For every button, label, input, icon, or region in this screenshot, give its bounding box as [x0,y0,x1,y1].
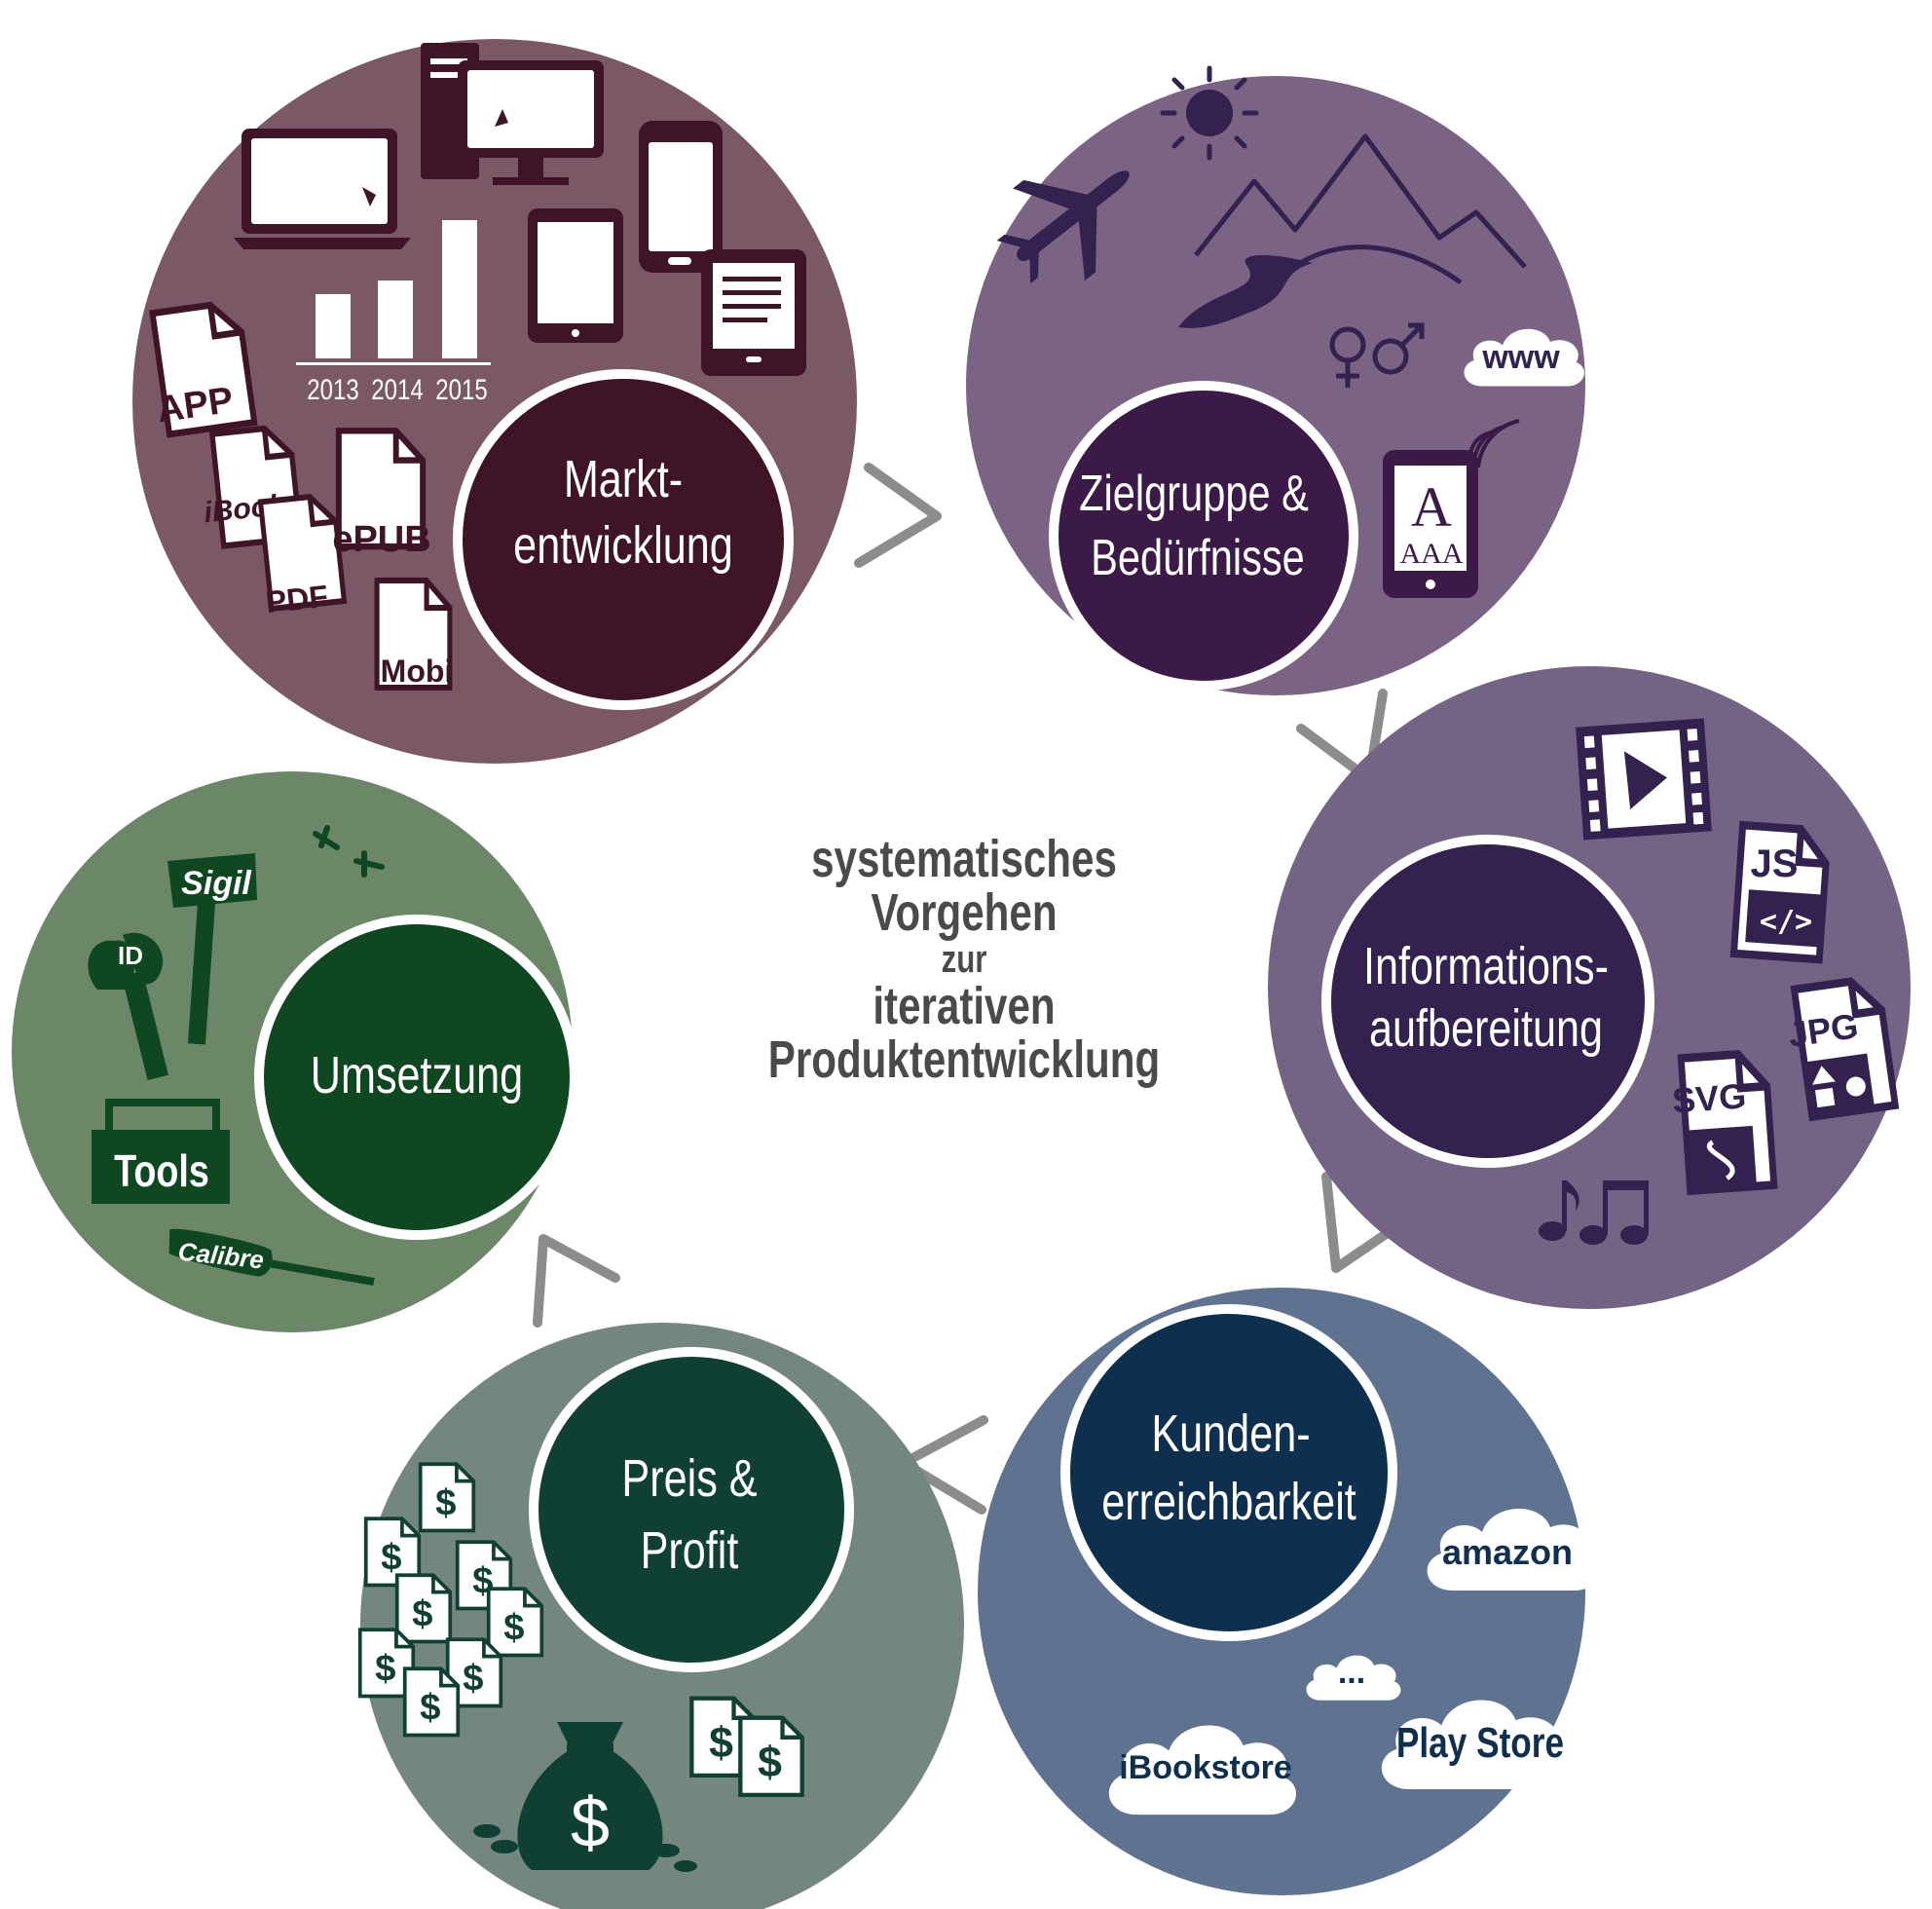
money-bag-currency: $ [571,1784,610,1862]
markt-title-line2: entwicklung [513,517,733,576]
kunden-title-line2: erreichbarkeit [1101,1474,1356,1532]
stage-preis-profit: $ Preis & Profit [357,1323,964,1909]
zielgruppe-title-line2: Bedürfnisse [1091,529,1305,586]
laptop-icon [234,129,411,249]
information-title-line1: Informations- [1363,938,1609,996]
id-wrench-icon: ID [88,932,168,1081]
format-pdf-label: PDF [264,579,329,619]
year-label-3: 2015 [435,372,487,405]
ibookstore-label: iBookstore [1119,1749,1292,1786]
stage-informationsaufbereitung: JS </> JPG SVG [1268,666,1911,1309]
image-shapes-icon [1801,1053,1876,1117]
sun-icon [1160,65,1259,161]
format-mobi-label: Mobi [381,654,454,689]
tablet-icon [528,208,623,343]
kunden-inner-circle [1060,1304,1397,1641]
chevron-5 [533,1234,620,1328]
gender-symbols-icon [1329,322,1425,388]
www-label: www [1481,339,1560,376]
tools-label: Tools [114,1145,209,1195]
svg-file-label: SVG [1671,1075,1748,1120]
small-pins-icon [313,825,385,878]
center-title-line4: iterativen [873,976,1056,1035]
center-title-line5: Produktentwicklung [767,1030,1161,1090]
zielgruppe-title-line1: Zielgruppe & [1079,465,1309,522]
ellipsis-label: ... [1338,1654,1365,1691]
umsetzung-inner-circle [254,915,579,1240]
sigil-label: Sigil [181,865,252,902]
play-store-label: Play Store [1396,1719,1564,1767]
markt-inner-circle [453,369,794,710]
information-title-line2: aufbereitung [1369,1000,1603,1059]
growth-bar-chart-icon: 2013 2014 2015 [296,220,491,406]
center-title: systematisches Vorgehen zur iterativen P… [672,830,1256,1090]
js-file-label: JS [1751,842,1799,885]
markt-title-line1: Markt- [564,451,683,509]
ereader-icon [701,249,806,376]
id-label: ID [118,941,143,970]
money-bag-icon: $ [473,1722,697,1872]
calibre-screwdriver-icon: Calibre [168,1228,375,1286]
stage-kundenerreichbarkeit: amazon ... iBookstore Play Store Kunden-… [978,1288,1599,1895]
amazon-label: amazon [1442,1532,1573,1572]
tablet-font-big: A [1411,475,1452,539]
toolbox-icon: Tools [92,1099,230,1204]
stage-umsetzung: Sigil ID Tools Calibre U [12,771,579,1332]
preis-inner-circle [529,1347,854,1672]
airplane-icon [996,170,1130,284]
preis-title-line1: Preis & [621,1450,757,1509]
font-size-tablet-icon: A AAA [1383,419,1520,598]
preis-title-line2: Profit [641,1522,739,1581]
code-glyph: </> [1760,905,1812,939]
connector-chevrons [533,463,1415,1515]
format-docs: APP iBook PDF ePUB Mobi [153,301,454,689]
smartphone-icon [639,121,723,273]
sigil-hammer-icon: Sigil [167,853,257,1045]
year-label-2: 2014 [371,372,423,405]
vector-path-icon [1688,1125,1758,1193]
year-label-1: 2013 [307,372,358,405]
center-title-line2: Vorgehen [871,883,1058,943]
chevron-1 [854,463,942,568]
music-notes-icon [1539,1180,1649,1245]
information-inner-circle [1321,835,1654,1168]
zielgruppe-inner-circle [1049,381,1358,691]
stage-zielgruppe: www A AAA Zielgruppe & Bedürfnisse [966,65,1585,695]
format-epub-label: ePUB [332,519,430,560]
jpg-file-label: JPG [1786,1005,1861,1055]
center-title-line3: zur [941,938,987,982]
desktop-computer-icon [421,43,604,185]
umsetzung-title: Umsetzung [311,1047,523,1105]
kunden-title-line1: Kunden- [1151,1405,1310,1464]
video-film-icon [1576,718,1712,841]
tablet-font-small: AAA [1400,538,1464,570]
river-icon [1178,254,1313,328]
stage-marktentwicklung: 2013 2014 2015 APP iBook PDF ePUB [132,39,857,764]
center-title-line1: systematisches [811,830,1117,888]
